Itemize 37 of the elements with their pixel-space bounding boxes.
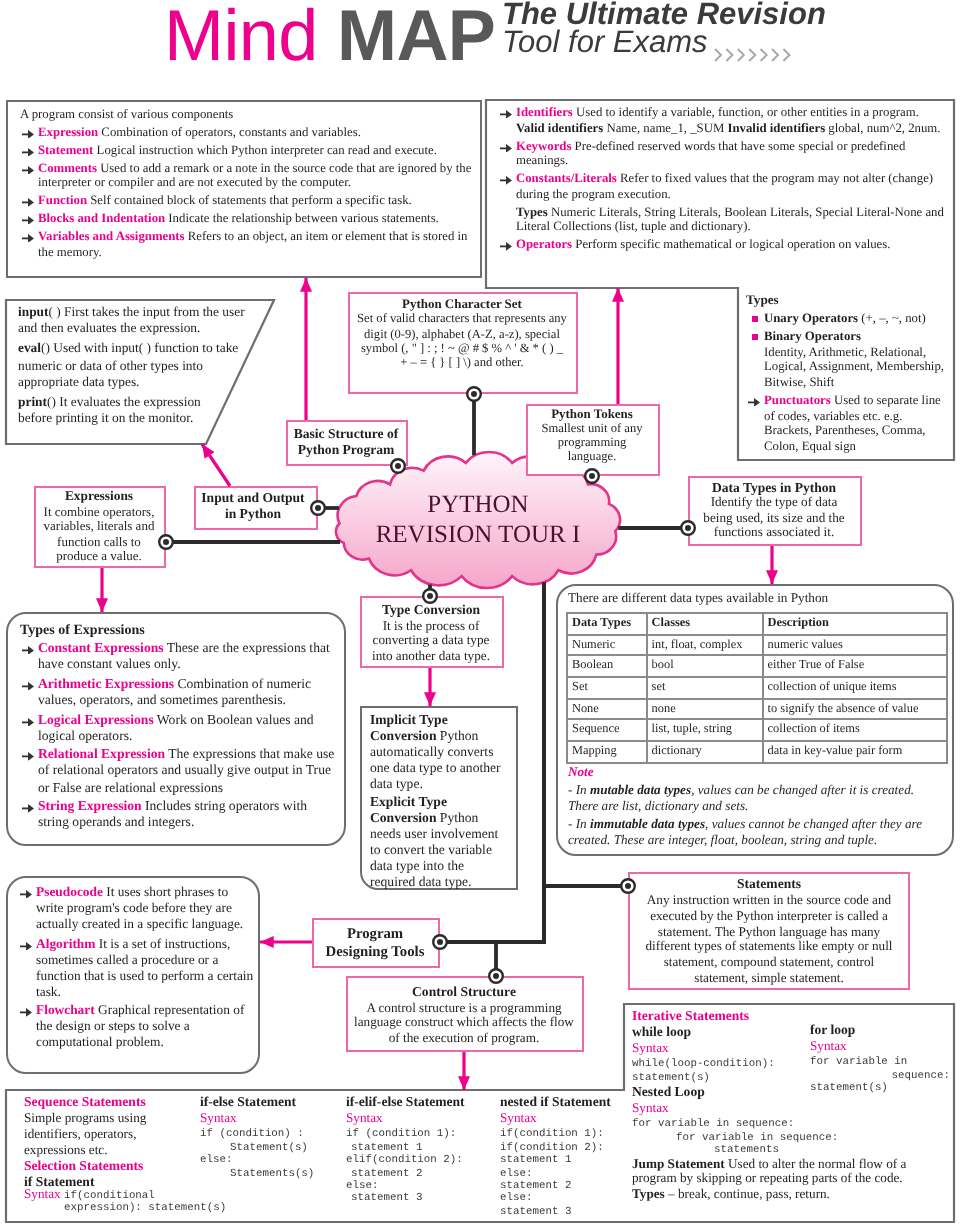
info-box bbox=[6, 612, 346, 846]
arrow bbox=[424, 668, 436, 706]
info-box bbox=[6, 1004, 954, 1222]
connector-line bbox=[466, 386, 482, 456]
arrow bbox=[96, 568, 108, 612]
connector-line bbox=[488, 582, 546, 984]
topic-box bbox=[348, 292, 578, 394]
connector-line bbox=[158, 534, 341, 550]
subtitle: The Ultimate Revision bbox=[502, 0, 826, 32]
arrow bbox=[260, 936, 312, 948]
arrow bbox=[200, 443, 232, 487]
arrow bbox=[458, 1052, 470, 1090]
topic-box bbox=[346, 976, 584, 1052]
arrow bbox=[300, 278, 312, 420]
connector-line bbox=[618, 520, 696, 536]
arrow bbox=[766, 546, 778, 584]
info-box bbox=[6, 100, 482, 278]
topic-box bbox=[628, 872, 910, 990]
subtitle: Tool for Exams bbox=[502, 26, 708, 60]
topic-box bbox=[194, 486, 318, 530]
info-box bbox=[360, 706, 518, 890]
info-box bbox=[556, 584, 954, 856]
info-box bbox=[6, 876, 260, 1074]
topic-box bbox=[688, 476, 862, 546]
topic-box bbox=[286, 420, 408, 466]
info-box bbox=[6, 300, 276, 444]
central-topic-title: PYTHON REVISION TOUR I bbox=[373, 490, 583, 550]
title: Mind MAP bbox=[164, 0, 496, 72]
connector-line bbox=[584, 468, 600, 485]
connector-line bbox=[390, 458, 406, 474]
arrow bbox=[612, 288, 624, 404]
topic-box bbox=[526, 404, 660, 476]
topic-box bbox=[312, 918, 440, 968]
connector-line bbox=[422, 584, 438, 604]
topic-box bbox=[360, 596, 504, 668]
topic-box bbox=[34, 486, 166, 568]
connector-line bbox=[310, 500, 339, 516]
